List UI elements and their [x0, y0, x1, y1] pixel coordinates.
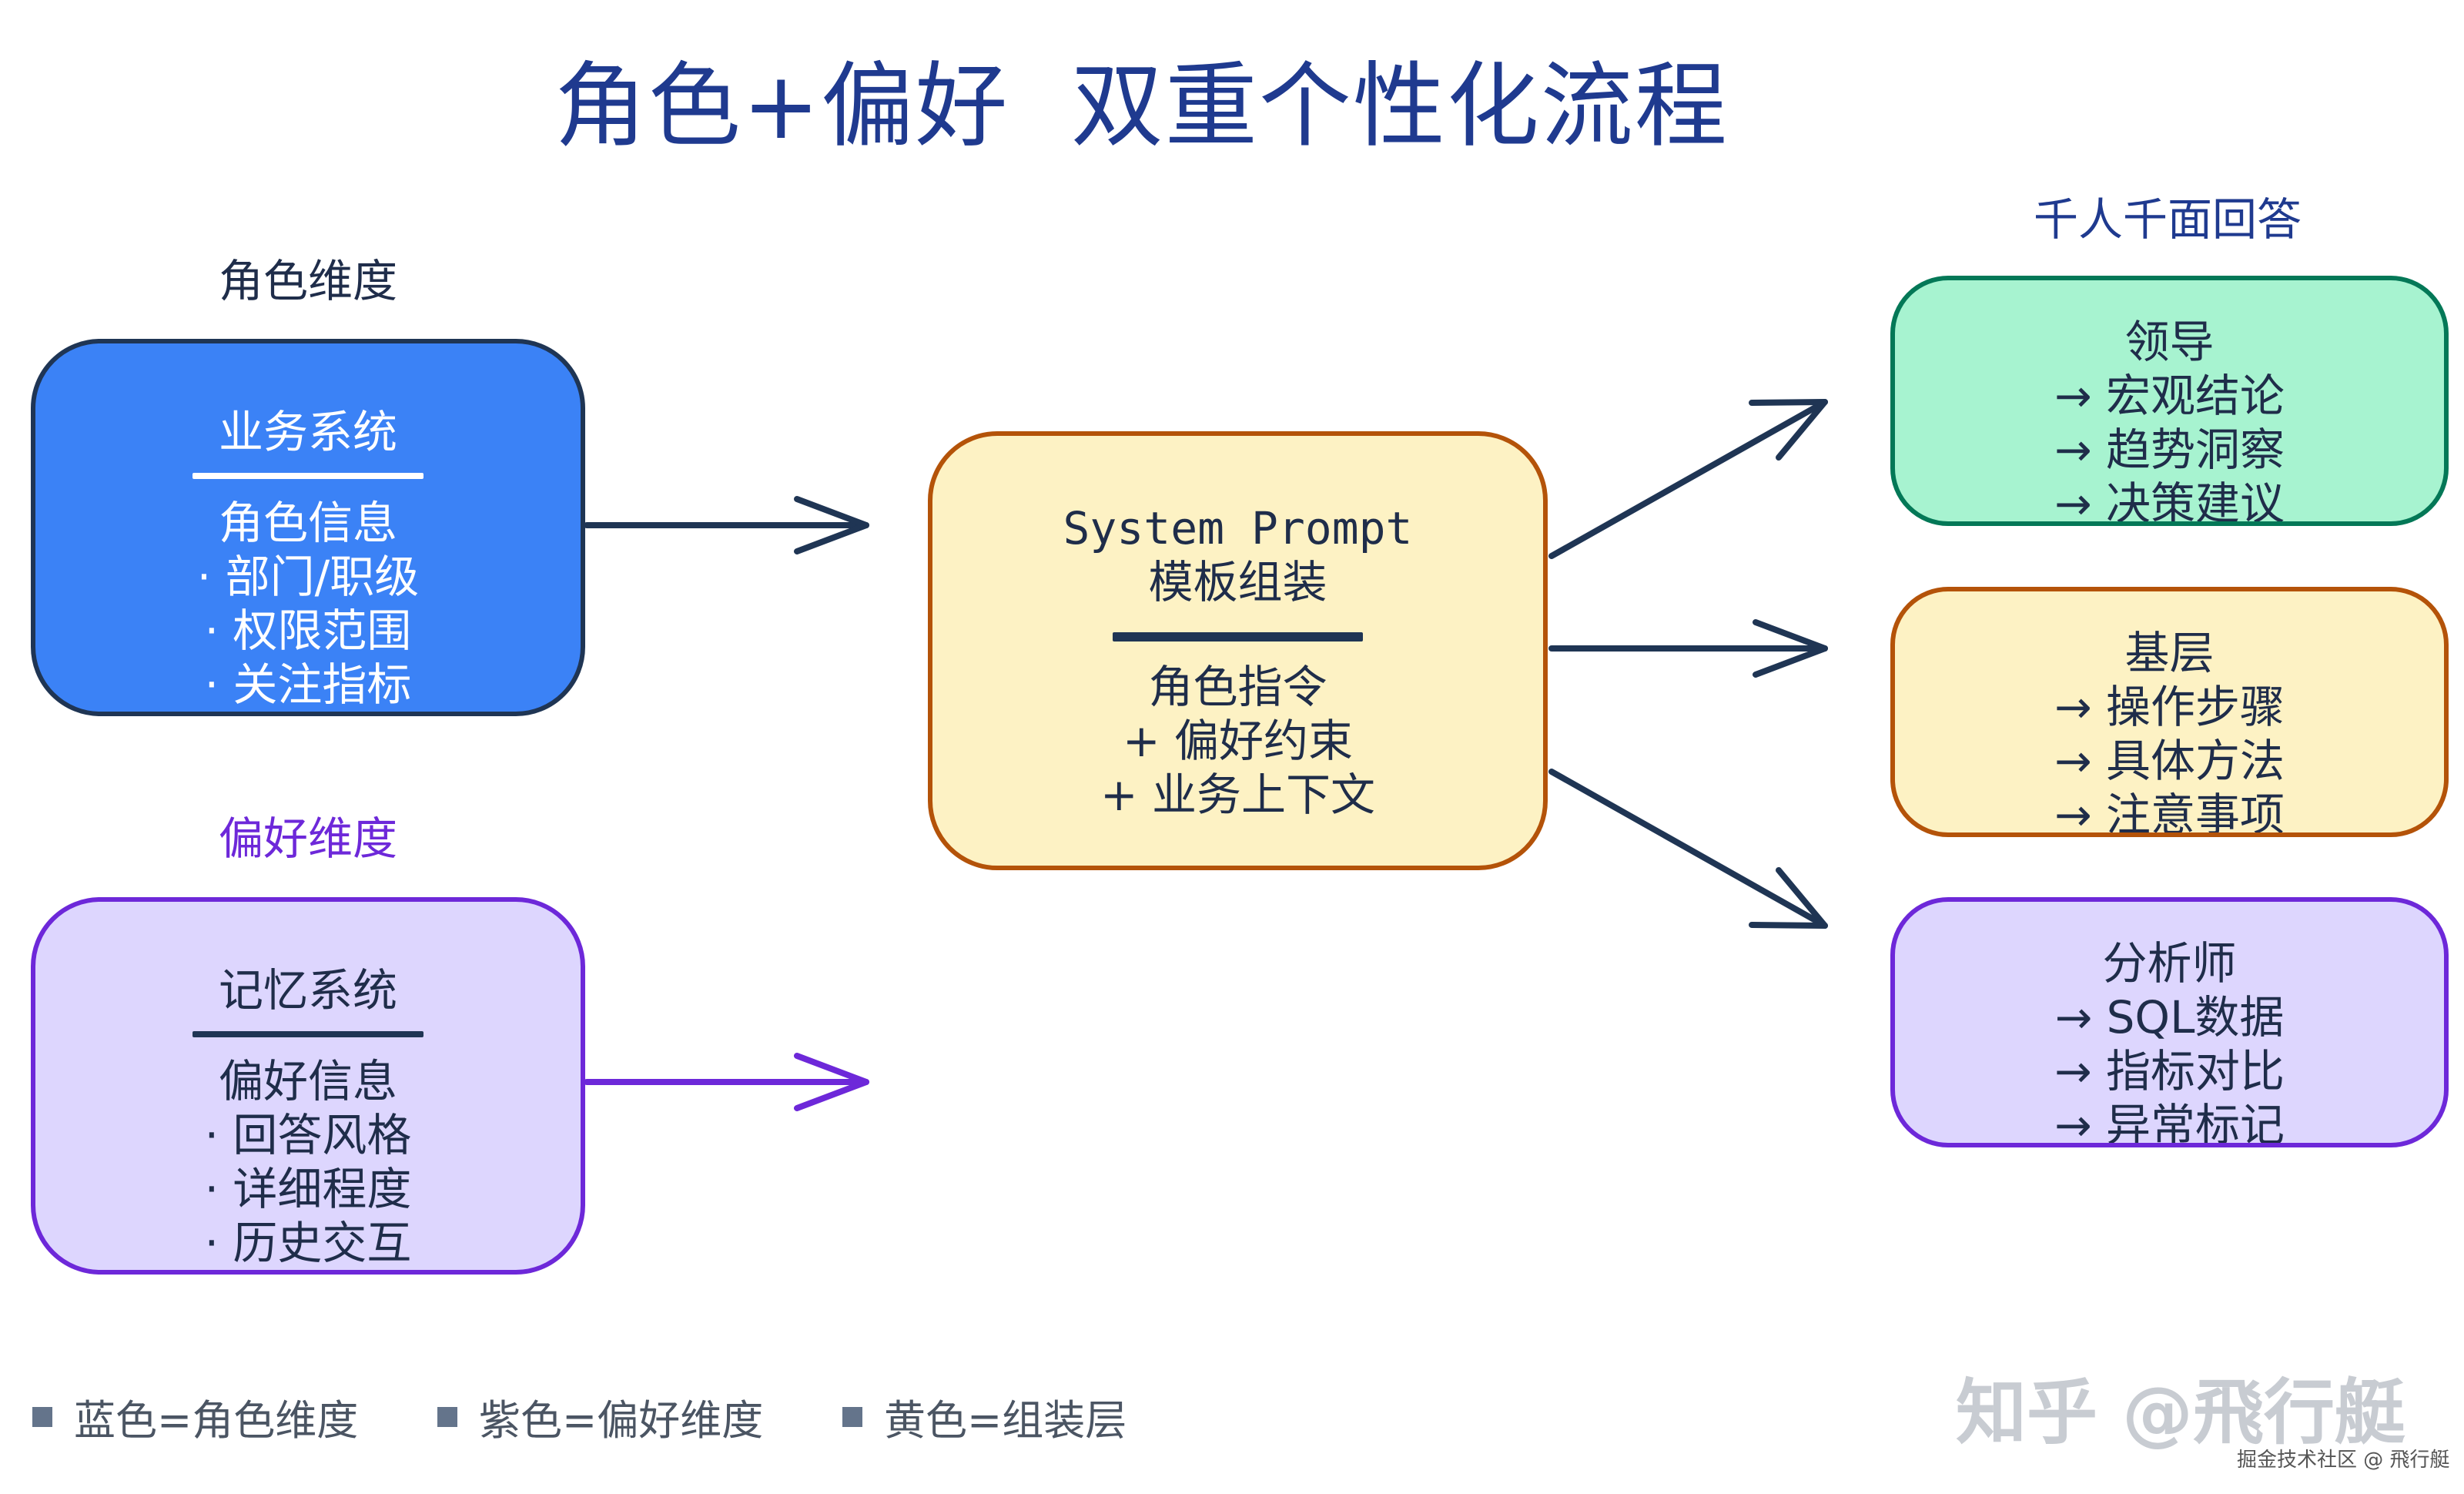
- output-item: → 操作步骤: [2054, 681, 2285, 733]
- arrow-role-to-prompt: [584, 496, 869, 554]
- output-title-analyst: 分析师: [2102, 937, 2237, 990]
- output-item: → 宏观结论: [2054, 370, 2285, 422]
- role-item-permission: · 权限范围: [204, 605, 412, 657]
- role-item-department: · 部门/职级: [196, 551, 420, 603]
- memory-system-box: 记忆系统 偏好信息 · 回答风格 · 详细程度 · 历史交互: [31, 897, 585, 1275]
- legend-text: 黄色=组装层: [884, 1396, 1127, 1445]
- arrow-preference-to-prompt: [584, 1053, 869, 1111]
- output-item: → 异常标记: [2054, 1099, 2285, 1147]
- arrow-prompt-to-analyst: [1548, 769, 1828, 929]
- role-item-metrics: · 关注指标: [204, 658, 412, 711]
- output-item: → 具体方法: [2054, 735, 2285, 787]
- separator: [192, 1031, 424, 1037]
- legend-text: 蓝色=角色维度: [74, 1396, 359, 1445]
- system-prompt-title: System Prompt: [1063, 502, 1413, 554]
- output-item: → SQL数据: [2054, 991, 2285, 1043]
- legend-item-yellow: 黄色=组装层: [842, 1386, 1127, 1447]
- business-system-title: 业务系统: [218, 406, 397, 458]
- role-info-line: 角色信息: [218, 497, 397, 549]
- business-system-box: 业务系统 角色信息 · 部门/职级 · 权限范围 · 关注指标: [31, 339, 585, 716]
- template-assembly-title: 模板组装: [1148, 556, 1327, 608]
- watermark: 知乎 @飛行艇: [1956, 1372, 2406, 1454]
- legend-square-icon: [437, 1406, 457, 1427]
- diagram-title: 角色+偏好 双重个性化流程: [554, 53, 1729, 160]
- output-box-staff: 基层 → 操作步骤 → 具体方法 → 注意事项: [1890, 587, 2449, 837]
- output-item: → 趋势洞察: [2054, 424, 2285, 476]
- separator: [192, 473, 424, 479]
- output-title-staff: 基层: [2124, 627, 2215, 679]
- business-context-line: + 业务上下文: [1100, 769, 1376, 821]
- preference-item-style: · 回答风格: [204, 1109, 412, 1161]
- output-item: → 决策建议: [2054, 477, 2285, 526]
- legend-text: 紫色=偏好维度: [479, 1396, 764, 1445]
- arrow-prompt-to-leader: [1548, 399, 1828, 559]
- output-box-analyst: 分析师 → SQL数据 → 指标对比 → 异常标记: [1890, 897, 2449, 1147]
- outputs-label: 千人千面回答: [2033, 193, 2302, 246]
- separator: [1113, 632, 1363, 641]
- output-item: → 指标对比: [2054, 1045, 2285, 1097]
- system-prompt-box: System Prompt 模板组装 角色指令 + 偏好约束 + 业务上下文: [928, 431, 1548, 870]
- preference-dimension-label: 偏好维度: [218, 812, 397, 865]
- arrow-prompt-to-staff: [1548, 619, 1828, 678]
- output-title-leader: 领导: [2124, 316, 2215, 368]
- legend-square-icon: [842, 1406, 862, 1427]
- preference-constraint-line: + 偏好约束: [1122, 715, 1354, 767]
- output-item: → 注意事项: [2054, 789, 2285, 837]
- preference-info-line: 偏好信息: [218, 1055, 397, 1107]
- role-dimension-label: 角色维度: [218, 255, 397, 307]
- legend-square-icon: [32, 1406, 52, 1427]
- preference-item-detail: · 详细程度: [204, 1163, 412, 1215]
- preference-item-history: · 历史交互: [204, 1217, 412, 1269]
- role-instruction-line: 角色指令: [1148, 661, 1327, 713]
- legend-item-blue: 蓝色=角色维度: [32, 1386, 358, 1447]
- output-box-leader: 领导 → 宏观结论 → 趋势洞察 → 决策建议: [1890, 276, 2449, 526]
- memory-system-title: 记忆系统: [218, 964, 397, 1017]
- legend-item-purple: 紫色=偏好维度: [437, 1386, 763, 1447]
- watermark-sub: 掘金技术社区 @ 飛行艇: [2237, 1449, 2450, 1472]
